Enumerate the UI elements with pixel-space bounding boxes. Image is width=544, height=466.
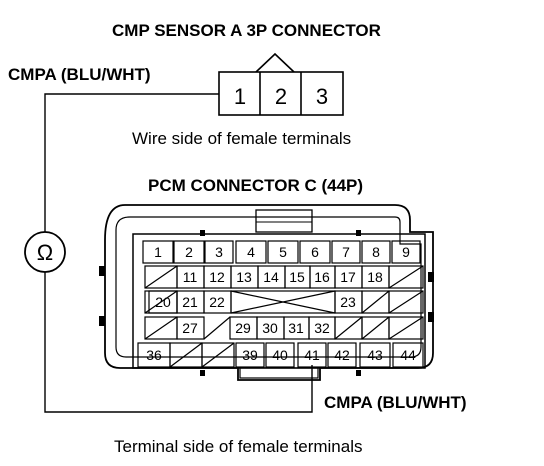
pcm-pin-17: 17: [340, 269, 356, 285]
pcm-wire-label: CMPA (BLU/WHT): [324, 393, 467, 412]
pcm-pin-cells: [137, 240, 424, 368]
cmp-connector-key: [255, 52, 295, 73]
pcm-pin-32: 32: [314, 320, 330, 336]
cmp-wire-label: CMPA (BLU/WHT): [8, 65, 151, 84]
pcm-connector-caption: Terminal side of female terminals: [114, 437, 363, 456]
pcm-pin-42: 42: [334, 347, 350, 363]
pcm-pin-14: 14: [263, 269, 279, 285]
pcm-pin-4: 4: [247, 244, 255, 260]
pcm-pin-3: 3: [215, 244, 223, 260]
lead-to-pcm: [44, 272, 313, 413]
pcm-pin-41: 41: [304, 347, 320, 363]
pcm-pin-18: 18: [367, 269, 383, 285]
cmp-pin-1: 1: [234, 84, 246, 109]
pcm-pin-6: 6: [311, 244, 319, 260]
pcm-empty-cavities: [144, 265, 424, 368]
pcm-connector-latch: [255, 209, 313, 233]
cmp-connector-title: CMP SENSOR A 3P CONNECTOR: [112, 21, 381, 40]
ohm-icon: Ω: [37, 240, 53, 265]
pcm-pin-30: 30: [262, 320, 278, 336]
cmp-pin-3: 3: [316, 84, 328, 109]
pcm-pin-7: 7: [342, 244, 350, 260]
pcm-pin-13: 13: [236, 269, 252, 285]
pcm-pin-20: 20: [155, 294, 171, 310]
pcm-connector-locks: [99, 230, 434, 376]
pcm-pin-23: 23: [340, 294, 356, 310]
lead-to-cmp: [44, 93, 219, 232]
ohmmeter-symbol: [24, 231, 66, 273]
pcm-connector-title: PCM CONNECTOR C (44P): [148, 176, 364, 195]
pcm-pin-27: 27: [182, 320, 198, 336]
pcm-pin-numbers: 1 2 3 4 5 6 7 8 9 11 12 13 14 15 16 17 1…: [146, 244, 416, 363]
pcm-pin-22: 22: [209, 294, 225, 310]
pcm-pin-9: 9: [402, 244, 410, 260]
pcm-pin-29: 29: [235, 320, 251, 336]
pcm-pin-43: 43: [367, 347, 383, 363]
pcm-pin-2: 2: [185, 244, 193, 260]
pcm-pin-8: 8: [372, 244, 380, 260]
pcm-pin-12: 12: [209, 269, 225, 285]
pcm-pin-15: 15: [289, 269, 305, 285]
pcm-connector-inner-shell: [115, 216, 422, 358]
pcm-pin-5: 5: [279, 244, 287, 260]
pcm-pin-31: 31: [288, 320, 304, 336]
pcm-pin-39: 39: [242, 347, 258, 363]
pcm-pin-40: 40: [272, 347, 288, 363]
pcm-pin-44: 44: [400, 347, 416, 363]
pcm-pin-36: 36: [146, 347, 162, 363]
pcm-pin-21: 21: [182, 294, 198, 310]
pcm-connector: [104, 204, 434, 381]
cmp-pin-2: 2: [275, 84, 287, 109]
test-leads: [44, 93, 313, 413]
ohmmeter: Ω: [24, 231, 66, 273]
pcm-pin-11: 11: [183, 269, 198, 285]
pcm-pin-16: 16: [314, 269, 330, 285]
cmp-connector-caption: Wire side of female terminals: [132, 129, 352, 148]
pcm-pin-1: 1: [154, 244, 162, 260]
